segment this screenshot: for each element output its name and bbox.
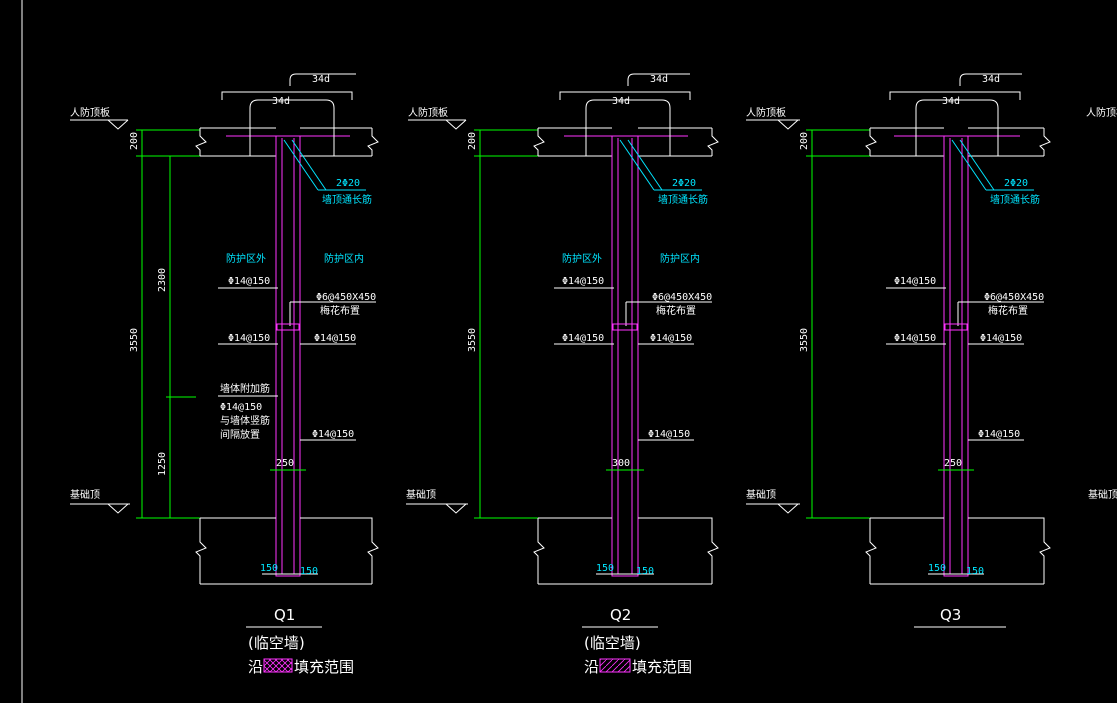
roof-label: 人防顶板 — [70, 106, 110, 119]
wall-title: Q2 — [610, 606, 631, 624]
rebar-label: Φ14@150 — [650, 333, 692, 344]
rebar-label: Φ14@150 — [562, 276, 604, 287]
wall-thickness: 250 — [944, 458, 962, 469]
wall-body[interactable] — [943, 135, 969, 577]
bar-2phi20-desc: 墙顶通长筋 — [322, 193, 372, 206]
bar-2phi20: 2Φ20 — [336, 178, 360, 189]
tie-label: Φ6@450X450 — [316, 292, 376, 303]
dim-150: 150 — [928, 563, 946, 574]
zone-inside: 防护区内 — [660, 252, 700, 265]
section-partial: 人防顶板 基础顶 — [1086, 106, 1117, 501]
roof-label: 人防顶板 — [1086, 106, 1117, 119]
zone-inside: 防护区内 — [324, 252, 364, 265]
level-mark-icon — [107, 119, 129, 130]
rebar-label: Φ14@150 — [894, 276, 936, 287]
dim-34d-inner: 34d — [942, 96, 960, 107]
rebar-label: Φ14@150 — [894, 333, 936, 344]
wall-title: Q1 — [274, 606, 295, 624]
level-mark-icon — [107, 503, 129, 514]
rebar-label: Φ14@150 — [228, 333, 270, 344]
base-label: 基础顶 — [1088, 488, 1117, 501]
rebar-label: Φ14@150 — [980, 333, 1022, 344]
wall-body[interactable] — [275, 135, 301, 577]
tie-desc: 梅花布置 — [656, 304, 696, 317]
rebar-label: Φ14@150 — [648, 429, 690, 440]
fill-prefix: 沿 — [248, 658, 263, 676]
wall-note: (临空墙) — [248, 634, 305, 652]
base-label: 基础顶 — [746, 488, 776, 501]
level-mark-icon — [445, 503, 467, 514]
wall-thickness: 300 — [612, 458, 630, 469]
dim-150: 150 — [300, 566, 318, 577]
dim-150: 150 — [260, 563, 278, 574]
dim-200: 200 — [799, 132, 810, 150]
bar-2phi20-desc: 墙顶通长筋 — [658, 193, 708, 206]
roof-label: 人防顶板 — [408, 106, 448, 119]
wall-thickness: 250 — [276, 458, 294, 469]
tie-label: Φ6@450X450 — [652, 292, 712, 303]
hatch-diagonal-icon — [599, 658, 631, 673]
dim-34d-outer: 34d — [650, 74, 668, 85]
dim-3550: 3550 — [799, 328, 810, 352]
rebar-label: Φ14@150 — [312, 429, 354, 440]
wall-title: Q3 — [940, 606, 961, 624]
section-q3[interactable]: 人防顶板 基础顶 200 3550 34d 34d 2Φ20 墙顶通长筋 Φ14… — [746, 73, 1051, 628]
extra-note: 与墙体竖筋 — [220, 414, 270, 427]
level-mark-icon — [445, 119, 467, 130]
extra-note: Φ14@150 — [220, 402, 262, 413]
dim-34d-outer: 34d — [312, 74, 330, 85]
dim-3550: 3550 — [129, 328, 140, 352]
hatch-cross-icon — [263, 658, 293, 673]
dim-150: 150 — [966, 566, 984, 577]
wall-note: (临空墙) — [584, 634, 641, 652]
rebar-label: Φ14@150 — [228, 276, 270, 287]
tie-desc: 梅花布置 — [988, 304, 1028, 317]
rebar-label: Φ14@150 — [562, 333, 604, 344]
fill-suffix: 填充范围 — [294, 658, 354, 676]
extra-note: 间隔放置 — [220, 428, 260, 441]
fill-prefix: 沿 — [584, 658, 599, 676]
rebar-label: Φ14@150 — [978, 429, 1020, 440]
level-mark-icon — [777, 503, 799, 514]
bar-2phi20: 2Φ20 — [672, 178, 696, 189]
level-mark-icon — [777, 119, 799, 130]
wall-body[interactable] — [611, 135, 639, 577]
dim-34d-outer: 34d — [982, 74, 1000, 85]
dim-200: 200 — [467, 132, 478, 150]
dim-200: 200 — [129, 132, 140, 150]
dim-1250: 1250 — [157, 452, 168, 476]
fill-suffix: 填充范围 — [632, 658, 692, 676]
dim-2300: 2300 — [157, 268, 168, 292]
dim-34d-inner: 34d — [272, 96, 290, 107]
dim-150: 150 — [636, 566, 654, 577]
base-label: 基础顶 — [70, 488, 100, 501]
extra-note: 墙体附加筋 — [220, 382, 270, 395]
base-label: 基础顶 — [406, 488, 436, 501]
tie-desc: 梅花布置 — [320, 304, 360, 317]
section-q1[interactable]: 人防顶板 基础顶 200 2300 3550 1250 34d 34d — [70, 73, 379, 676]
section-q2[interactable]: 人防顶板 基础顶 200 3550 34d 34d 2Φ20 墙顶通长筋 防护区… — [406, 73, 719, 676]
dim-150: 150 — [596, 563, 614, 574]
dim-3550: 3550 — [467, 328, 478, 352]
roof-label: 人防顶板 — [746, 106, 786, 119]
dim-34d-inner: 34d — [612, 96, 630, 107]
bar-2phi20-desc: 墙顶通长筋 — [990, 193, 1040, 206]
tie-label: Φ6@450X450 — [984, 292, 1044, 303]
zone-outside: 防护区外 — [226, 252, 266, 265]
zone-outside: 防护区外 — [562, 252, 602, 265]
bar-2phi20: 2Φ20 — [1004, 178, 1028, 189]
rebar-label: Φ14@150 — [314, 333, 356, 344]
